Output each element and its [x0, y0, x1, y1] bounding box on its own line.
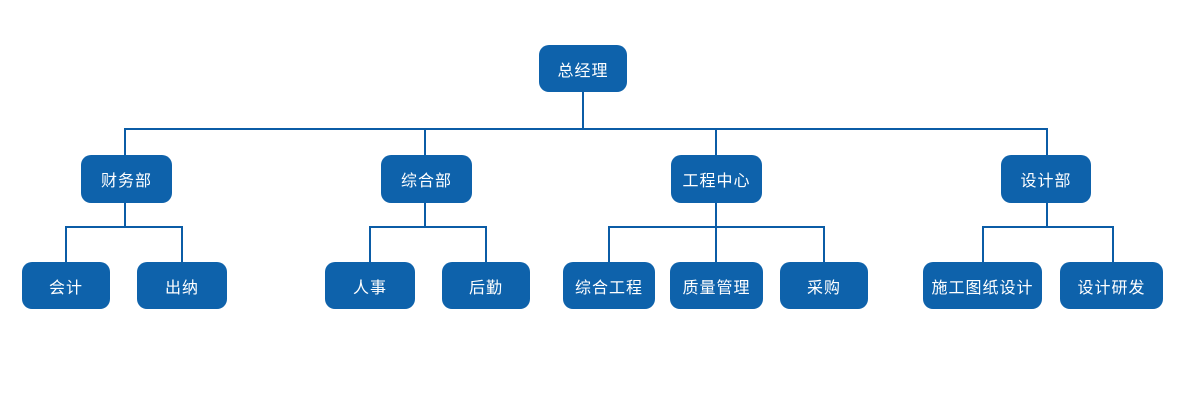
org-node-finance-dept: 财务部: [81, 155, 172, 203]
connector-line: [982, 226, 1114, 228]
connector-line: [124, 128, 1048, 130]
connector-line: [181, 226, 183, 263]
org-node-general-affairs-dept: 综合部: [381, 155, 472, 203]
org-node-general-engineering: 综合工程: [563, 262, 655, 309]
connector-line: [1046, 128, 1048, 156]
org-node-accounting: 会计: [22, 262, 110, 309]
connector-line: [823, 226, 825, 263]
connector-line: [369, 226, 371, 263]
connector-line: [982, 226, 984, 263]
connector-line: [65, 226, 183, 228]
org-node-design-rnd: 设计研发: [1060, 262, 1163, 309]
connector-line: [369, 226, 487, 228]
org-node-procurement: 采购: [780, 262, 868, 309]
connector-line: [124, 128, 126, 156]
connector-line: [424, 203, 426, 228]
org-node-cashier: 出纳: [137, 262, 227, 309]
org-node-construction-drawing-design: 施工图纸设计: [923, 262, 1042, 309]
org-node-logistics: 后勤: [442, 262, 530, 309]
org-node-general-manager: 总经理: [539, 45, 627, 92]
connector-line: [124, 203, 126, 228]
connector-line: [1046, 203, 1048, 228]
org-node-quality-management: 质量管理: [670, 262, 763, 309]
org-node-design-dept: 设计部: [1001, 155, 1091, 203]
org-node-hr: 人事: [325, 262, 415, 309]
connector-line: [715, 128, 717, 156]
connector-line: [1112, 226, 1114, 263]
connector-line: [424, 128, 426, 156]
connector-line: [65, 226, 67, 263]
connector-line: [582, 92, 584, 130]
connector-line: [608, 226, 610, 263]
connector-line: [485, 226, 487, 263]
org-node-engineering-center: 工程中心: [671, 155, 762, 203]
connector-line: [715, 203, 717, 228]
connector-line: [715, 226, 717, 263]
